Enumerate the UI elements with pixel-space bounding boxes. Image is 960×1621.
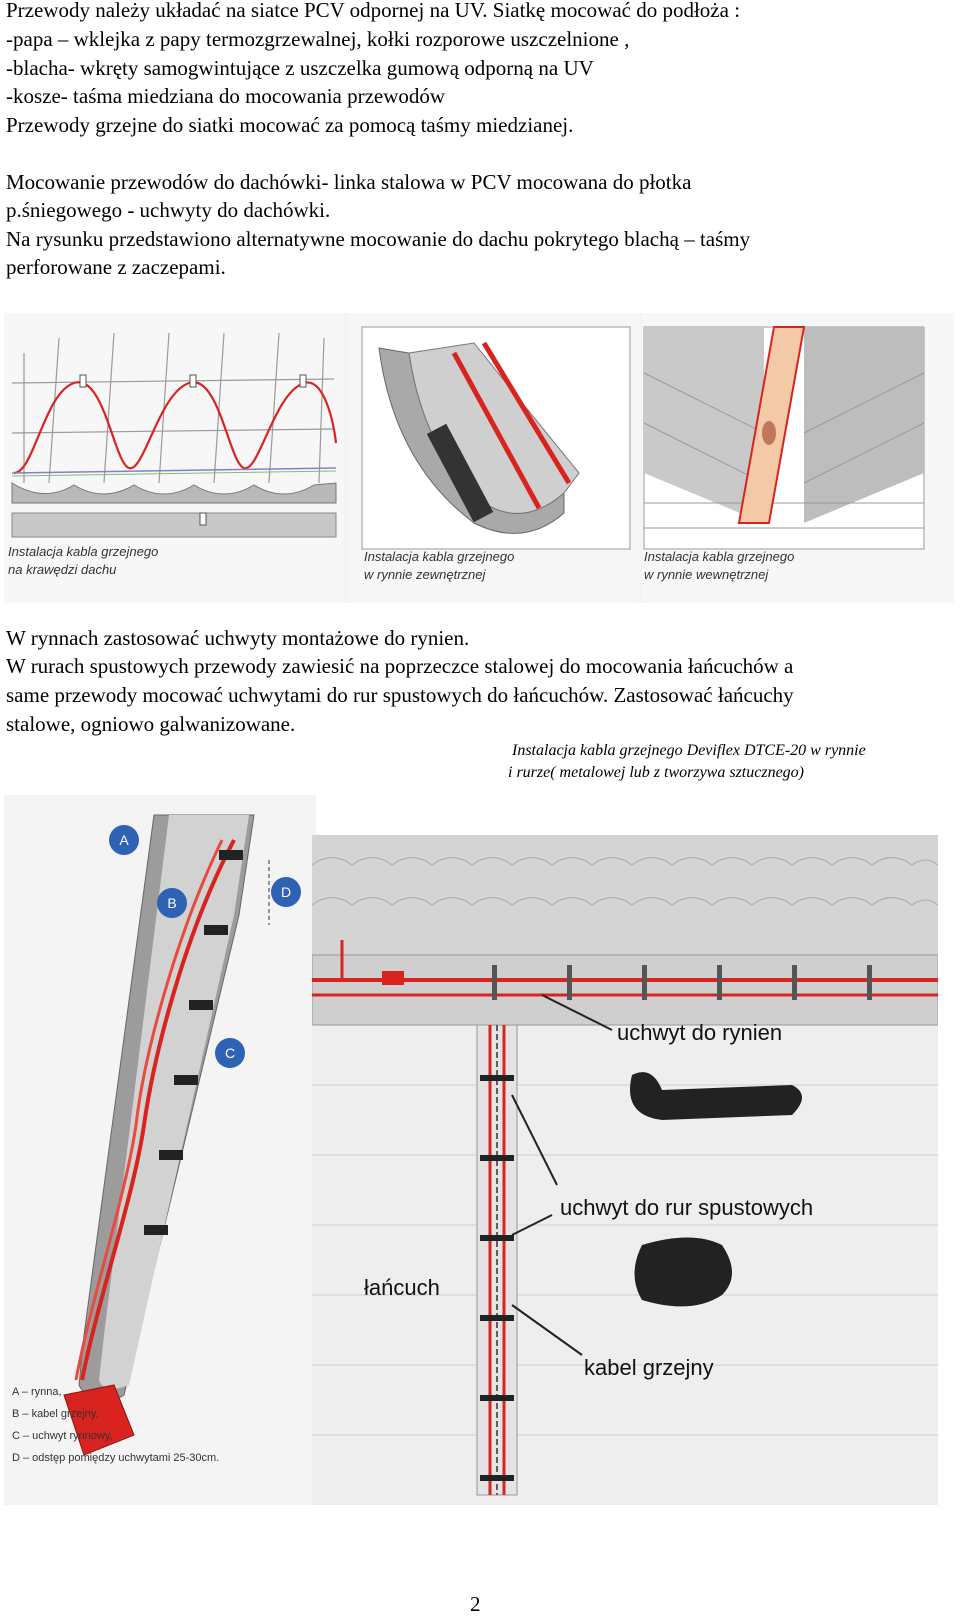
text1-line2: -papa – wklejka z papy termozgrzewalnej,… [6, 27, 630, 51]
marker-c-label: C [225, 1045, 235, 1061]
gutter-clip-icon [630, 1072, 802, 1120]
marker-d-label: D [281, 884, 291, 900]
legend-b: B – kabel grzejny, [12, 1408, 99, 1420]
text1-line5: Przewody grzejne do siatki mocować za po… [6, 113, 574, 137]
downpipe-cable [488, 1025, 506, 1495]
marker-d: D [271, 877, 301, 907]
legend-d: D – odstęp pomiędzy uchwytami 25-30cm. [12, 1452, 219, 1464]
text2-line4: perforowane z zaczepami. [6, 255, 226, 279]
roof-cable-loop [13, 381, 338, 475]
deviflex-caption-line2: i rurze( metalowej lub z tworzywa sztucz… [508, 764, 804, 781]
label-uchwyt-rur: uchwyt do rur spustowych [560, 1195, 813, 1220]
roof-edge-panel: Instalacja kabla grzejnego na krawędzi d… [4, 313, 344, 603]
fig1-caption3-line2: w rynnie wewnętrznej [644, 567, 769, 582]
legend-c: C – uchwyt rynnowy, [12, 1430, 113, 1442]
gutter-cable [80, 839, 236, 1381]
text3-line3: same przewody mocować uchwytami do rur s… [6, 683, 794, 707]
label-lancuch: łańcuch [364, 1275, 440, 1300]
roof-installation-figure: Instalacja kabla grzejnego na krawędzi d… [4, 313, 954, 603]
text2-line2: p.śniegowego - uchwyty do dachówki. [6, 198, 331, 222]
label-kabel-grzejny: kabel grzejny [584, 1355, 714, 1380]
external-gutter-panel: Instalacja kabla grzejnego w rynnie zewn… [349, 313, 639, 603]
fig1-caption1-line2: na krawędzi dachu [8, 562, 116, 577]
downpipe-clip-icon [634, 1237, 732, 1307]
gutter-cable-1 [451, 351, 542, 510]
gutter-cable-figure: A B C D A – rynna, B – kabel grzejny, C … [4, 795, 316, 1505]
gutter-clips [144, 850, 243, 1235]
text2-line1: Mocowanie przewodów do dachówki- linka s… [6, 170, 692, 194]
fig1-caption1-line1: Instalacja kabla grzejnego [8, 544, 158, 559]
legend-a: A – rynna, [12, 1386, 62, 1398]
text1-line1: Przewody należy układać na siatce PCV od… [6, 0, 741, 22]
text3-line2: W rurach spustowych przewody zawiesić na… [6, 654, 794, 678]
text1-line3: -blacha- wkręty samogwintujące z uszczel… [6, 56, 594, 80]
marker-b-label: B [167, 895, 176, 911]
deviflex-caption-line1: Instalacja kabla grzejnego Deviflex DTCE… [512, 742, 866, 759]
gutter-band [312, 954, 938, 1026]
marker-b: B [157, 888, 187, 918]
fig1-caption2-line1: Instalacja kabla grzejnego [364, 549, 514, 564]
text3-line4: stalowe, ogniowo galwanizowane. [6, 712, 296, 736]
fig1-caption2-line2: w rynnie zewnętrznej [364, 567, 486, 582]
downpipe-cable-figure: uchwyt do rynien uchwyt do rur spustowyc… [312, 835, 938, 1505]
roof-tiles [312, 835, 938, 955]
label-uchwyt-rynien: uchwyt do rynien [617, 1020, 782, 1045]
page-number: 2 [470, 1592, 481, 1616]
gutter-cable-2 [481, 341, 572, 485]
marker-a-label: A [119, 832, 129, 848]
text2-line3: Na rysunku przedstawiono alternatywne mo… [6, 227, 751, 251]
marker-c: C [215, 1038, 245, 1068]
marker-a: A [109, 825, 139, 855]
text1-line4: -kosze- taśma miedziana do mocowania prz… [6, 84, 446, 108]
text3-line1: W rynnach zastosować uchwyty montażowe d… [6, 626, 470, 650]
internal-gutter-panel: Instalacja kabla grzejnego w rynnie wewn… [642, 313, 954, 603]
fig1-caption3-line1: Instalacja kabla grzejnego [644, 549, 794, 564]
